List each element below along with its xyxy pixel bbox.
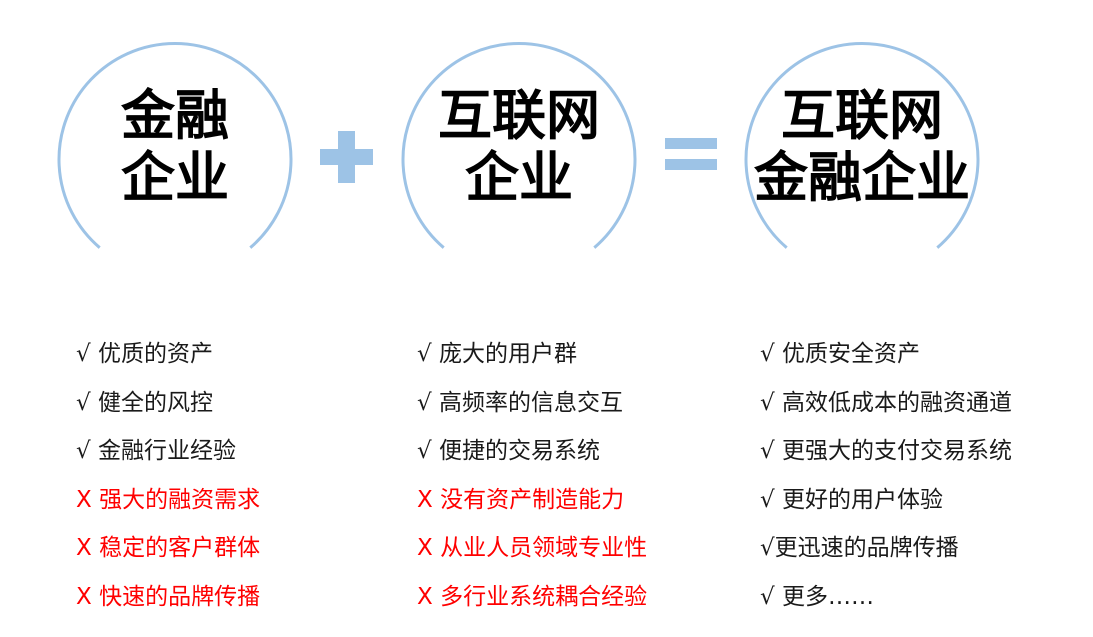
- circle-title-internet-finance: 互联网 金融企业: [742, 85, 982, 209]
- plus-icon: [320, 131, 373, 183]
- list-item: X 稳定的客户群体: [76, 535, 261, 561]
- circle-title-line: 互联网: [438, 84, 600, 147]
- list-item: √ 高频率的信息交互: [417, 389, 623, 416]
- circle-title-line: 企业: [465, 146, 573, 209]
- list-item: √ 庞大的用户群: [417, 341, 577, 367]
- finance-company-list: √ 优质的资产 √ 健全的风控 √ 金融行业经验 X 强大的融资需求 X 稳定的…: [76, 330, 260, 621]
- circle-arc-finance: [57, 42, 293, 249]
- list-item: √ 优质安全资产: [760, 341, 920, 367]
- list-item: X 多行业系统耦合经验: [417, 583, 648, 610]
- list-item: √ 高效低成本的融资通道: [760, 389, 1012, 416]
- list-item: √更迅速的品牌传播: [760, 535, 959, 561]
- circle-title-line: 企业: [121, 146, 229, 209]
- list-item: √ 优质的资产: [76, 341, 213, 367]
- list-item: X 没有资产制造能力: [417, 486, 625, 513]
- equals-top-bar: [665, 138, 717, 149]
- circle-title-line: 金融: [121, 84, 229, 147]
- equals-icon: [665, 138, 717, 170]
- list-item: √ 更多……: [760, 583, 874, 610]
- circle-arc-internet-finance: [744, 42, 980, 249]
- equals-bottom-bar: [665, 159, 717, 170]
- list-item: X 从业人员领域专业性: [417, 535, 648, 561]
- list-item: X 快速的品牌传播: [76, 583, 261, 610]
- list-item: √ 更强大的支付交易系统: [760, 438, 1012, 464]
- circle-title-line: 互联网: [781, 84, 943, 147]
- list-item: √ 便捷的交易系统: [417, 438, 600, 464]
- list-item: √ 金融行业经验: [76, 438, 236, 464]
- list-item: √ 更好的用户体验: [760, 486, 943, 513]
- plus-vertical-bar: [338, 131, 355, 183]
- circle-title-internet: 互联网 企业: [409, 85, 629, 209]
- circle-title-finance: 金融 企业: [75, 85, 275, 209]
- list-item: √ 健全的风控: [76, 389, 213, 416]
- internet-finance-company-list: √ 优质安全资产 √ 高效低成本的融资通道 √ 更强大的支付交易系统 √ 更好的…: [760, 330, 1012, 621]
- list-item: X 强大的融资需求: [76, 486, 261, 513]
- circle-arc-internet: [401, 42, 637, 249]
- circle-title-line: 金融企业: [754, 146, 970, 209]
- internet-company-list: √ 庞大的用户群 √ 高频率的信息交互 √ 便捷的交易系统 X 没有资产制造能力…: [417, 330, 647, 621]
